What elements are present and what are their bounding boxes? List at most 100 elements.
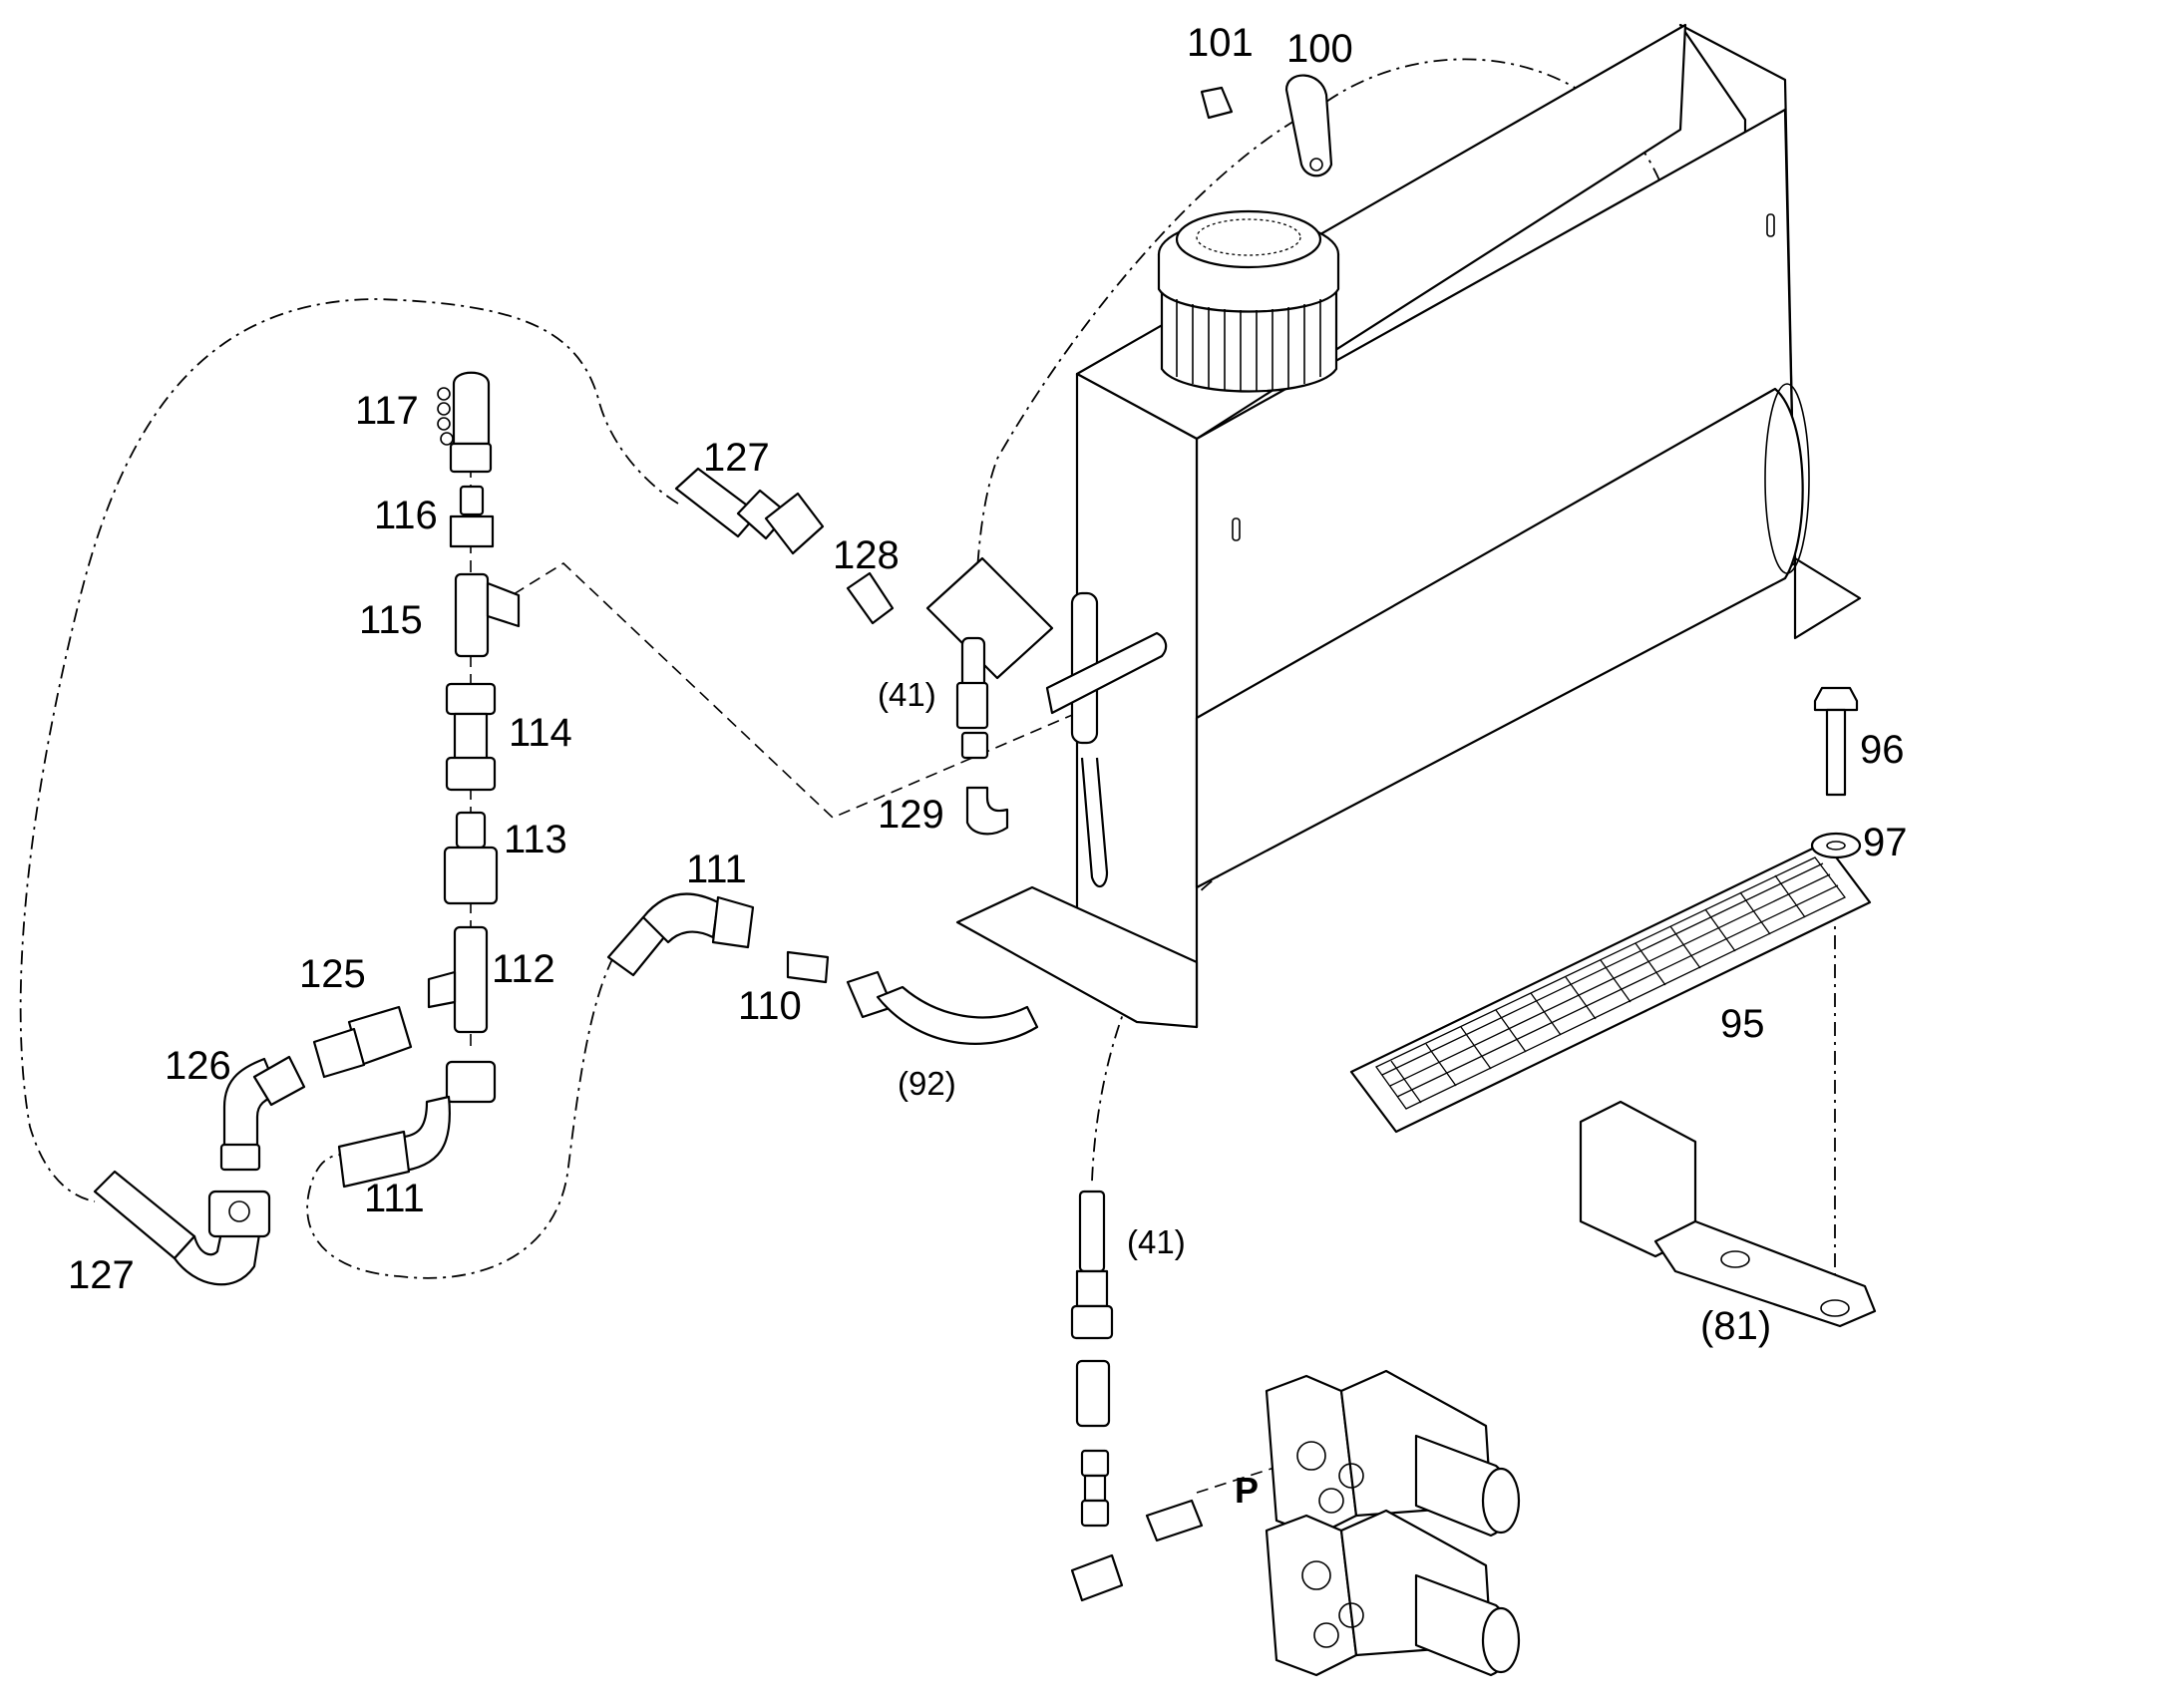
part-113-nipple xyxy=(455,811,487,850)
part-115-branch xyxy=(486,581,521,628)
valve-1-port-3 xyxy=(1318,1488,1344,1514)
lower-union-body xyxy=(1083,1474,1107,1503)
valve-2-port-1 xyxy=(1301,1560,1331,1590)
label-112: 112 xyxy=(492,947,555,991)
part-112-nut xyxy=(445,1060,497,1104)
valve-lever xyxy=(1045,631,1168,715)
label-114: 114 xyxy=(509,711,572,755)
valve-2-port-3 xyxy=(1313,1622,1339,1648)
leader-100-41 xyxy=(974,119,1297,639)
label-117: 117 xyxy=(355,389,419,433)
part-labels: 101 100 117 127 116 128 115 (41) 114 96 … xyxy=(68,21,1908,1511)
leader-115-block xyxy=(513,561,1078,819)
label-96: 96 xyxy=(1860,728,1905,772)
part-114-nut-top xyxy=(445,682,497,716)
part-128-nipple xyxy=(846,571,895,625)
label-127-upper: 127 xyxy=(703,436,770,480)
label-110: 110 xyxy=(738,984,802,1028)
part-113-nut xyxy=(443,846,499,905)
label-127-lower: 127 xyxy=(68,1253,135,1297)
part-81-bracket xyxy=(1579,1100,1877,1328)
frame-foot xyxy=(955,885,1199,1029)
part-95-grating xyxy=(1349,841,1872,1134)
lower-union-nut-1 xyxy=(1080,1449,1110,1478)
part-126-thread xyxy=(219,1143,261,1172)
valve-body-2 xyxy=(960,731,989,760)
part-112-branch xyxy=(427,970,457,1009)
valve-1-port-P xyxy=(1296,1441,1326,1471)
label-97: 97 xyxy=(1863,821,1908,864)
lower-41-hose xyxy=(1078,1190,1106,1273)
part-127-upper-nut xyxy=(764,492,825,555)
grating-grid-lines xyxy=(1381,862,1839,1104)
label-116: 116 xyxy=(374,494,438,537)
label-113: 113 xyxy=(504,818,567,861)
label-111-upper: 111 xyxy=(686,848,747,891)
part-116-nipple xyxy=(459,485,485,516)
motor-cap xyxy=(1175,209,1322,269)
motor-grille xyxy=(1196,218,1301,256)
bracket-hole-1 xyxy=(1720,1250,1750,1268)
part-100-hole xyxy=(1309,158,1323,171)
part-115-tee xyxy=(454,572,490,658)
label-111-lower: 111 xyxy=(364,1177,425,1220)
tank-frame-assembly xyxy=(925,23,1862,1029)
label-101: 101 xyxy=(1187,21,1254,65)
valve-1-port-2 xyxy=(1338,1463,1364,1489)
lower-41-ferrule xyxy=(1075,1269,1109,1308)
label-100: 100 xyxy=(1286,27,1353,71)
bracket-arm xyxy=(1653,1219,1877,1328)
label-126: 126 xyxy=(165,1044,231,1088)
label-95: 95 xyxy=(1720,1002,1765,1046)
part-117-nut xyxy=(449,442,493,474)
valve-2-port-2 xyxy=(1338,1602,1364,1628)
part-127-lower-nut xyxy=(207,1190,271,1238)
part-110-nipple xyxy=(786,950,830,984)
leader-loop-left xyxy=(19,298,679,1202)
motor-ribs xyxy=(1176,299,1321,392)
frame-slot-2 xyxy=(1766,213,1775,237)
label-81: (81) xyxy=(1700,1304,1771,1348)
part-112-tee xyxy=(453,925,489,1034)
middle-hose-assembly xyxy=(606,892,1039,1045)
label-125: 125 xyxy=(299,952,366,996)
grating-plate xyxy=(1349,841,1872,1134)
grating-inner xyxy=(1375,856,1846,1110)
label-41-lower: (41) xyxy=(1127,1223,1186,1260)
part-100-clamp xyxy=(1284,74,1333,177)
part-116-nut xyxy=(449,514,495,548)
part-117-cap xyxy=(452,371,491,446)
valve-handle xyxy=(1080,757,1109,888)
label-P: P xyxy=(1235,1470,1259,1511)
label-129: 129 xyxy=(878,793,944,837)
label-41-upper: (41) xyxy=(878,676,936,713)
label-115: 115 xyxy=(359,598,423,642)
valve-2-cap xyxy=(1481,1606,1521,1674)
part-114-nut-bottom xyxy=(445,756,497,792)
part-96-shank xyxy=(1825,708,1847,797)
tank-end-cap xyxy=(1764,383,1810,574)
part-111-lower-hose xyxy=(337,1130,411,1189)
valve-body xyxy=(955,681,989,730)
center-fitting-stack xyxy=(337,371,521,1189)
motor-upper xyxy=(1157,254,1340,313)
label-92: (92) xyxy=(898,1065,956,1102)
label-128: 128 xyxy=(833,533,900,577)
left-fittings xyxy=(93,1005,413,1286)
part-101-screw xyxy=(1200,86,1234,120)
part-92-hose xyxy=(876,985,1039,1045)
part-117-chain xyxy=(437,387,454,446)
lower-41-nut xyxy=(1070,1304,1114,1340)
part-97-hole xyxy=(1826,841,1846,851)
valve-bracket xyxy=(925,556,1054,680)
lower-union-nut-2 xyxy=(1080,1499,1110,1528)
part-126-nut xyxy=(252,1055,306,1107)
frame-slot-1 xyxy=(1232,517,1241,541)
clamp-assembly xyxy=(1200,74,1333,177)
upper-hose-assembly xyxy=(674,467,895,625)
part-111-upper-nut xyxy=(711,895,755,949)
part-96-head xyxy=(1813,686,1859,712)
bolt-assembly xyxy=(1810,686,1862,859)
part-127-lower-bore xyxy=(228,1200,250,1222)
